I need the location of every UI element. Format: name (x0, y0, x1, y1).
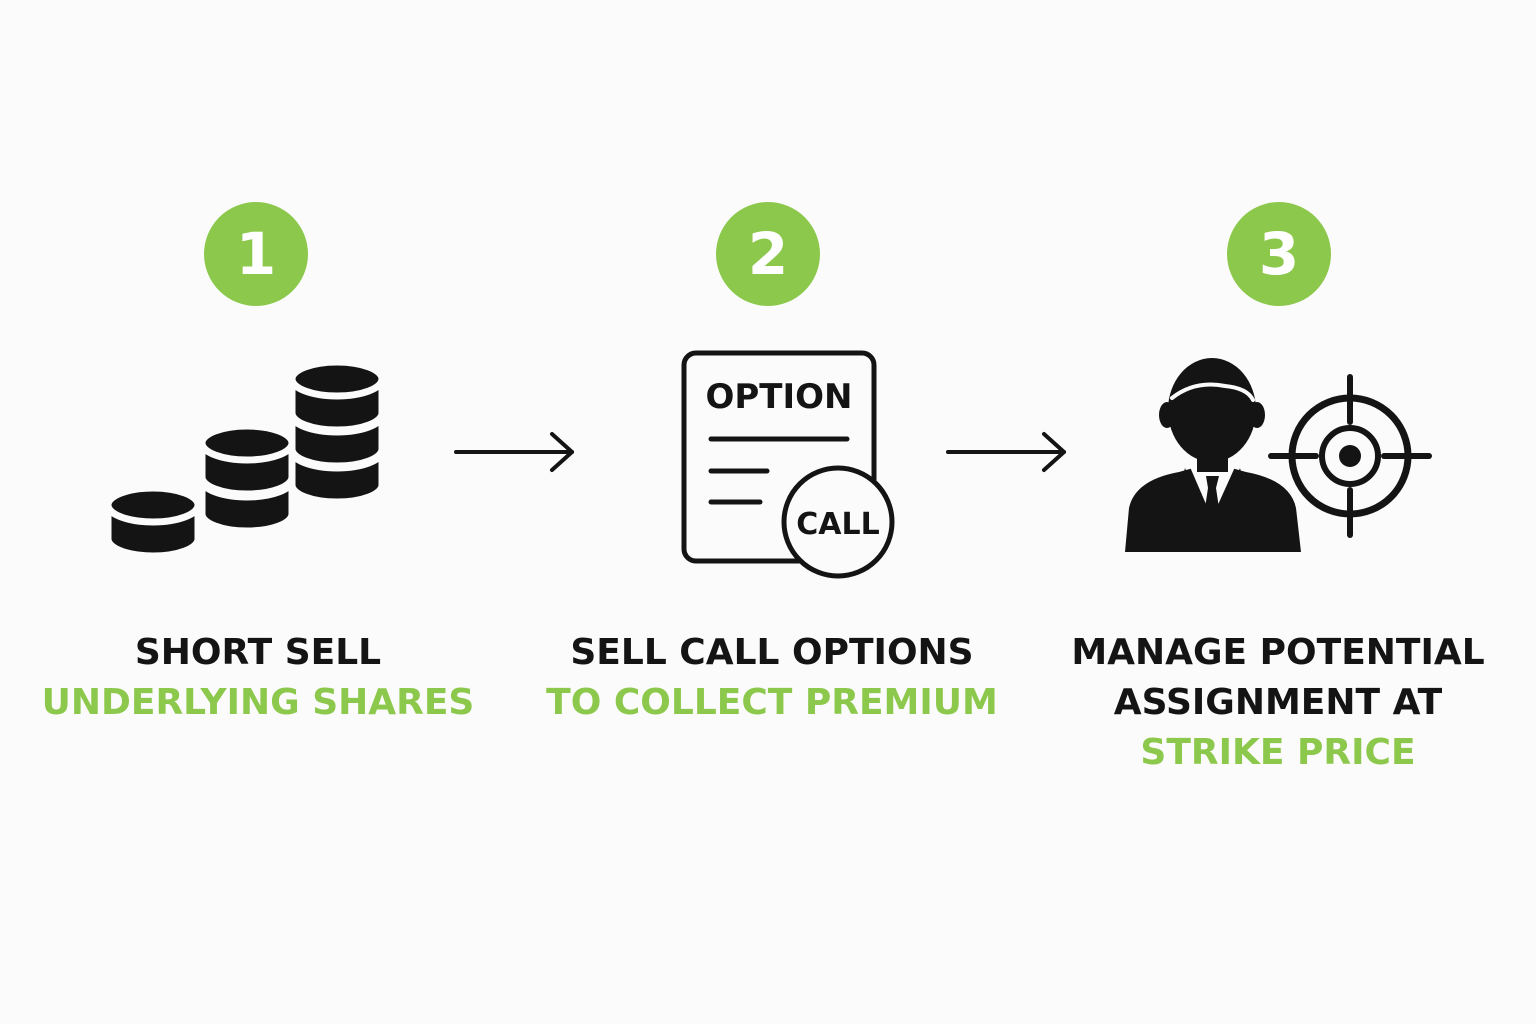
step-2-caption-line-1: SELL CALL OPTIONS (570, 632, 974, 673)
step-2-caption: SELL CALL OPTIONS TO COLLECT PREMIUM (532, 628, 1012, 728)
target-crosshair-icon (1268, 374, 1432, 538)
arrow-right-icon (454, 432, 574, 472)
step-3-caption-line-2: ASSIGNMENT AT (1113, 682, 1443, 723)
businessman-icon (1125, 358, 1301, 552)
arrow-right-icon (946, 432, 1066, 472)
step-3-number: 3 (1258, 220, 1300, 288)
option-document-title: OPTION (705, 377, 852, 417)
coin-stack-icon (104, 358, 386, 560)
step-3-caption-line-3: STRIKE PRICE (1140, 732, 1416, 773)
step-1-caption-line-1: SHORT SELL (134, 632, 382, 673)
step-1-caption: SHORT SELL UNDERLYING SHARES (18, 628, 498, 728)
step-1-number: 1 (235, 220, 277, 288)
step-2-caption-line-2: TO COLLECT PREMIUM (546, 682, 998, 723)
step-1-badge: 1 (204, 202, 308, 306)
step-3-badge: 3 (1227, 202, 1331, 306)
step-2-badge: 2 (716, 202, 820, 306)
option-document-icon: OPTION CALL (681, 350, 895, 579)
step-2-number: 2 (747, 220, 789, 288)
step-1-caption-line-2: UNDERLYING SHARES (41, 682, 475, 723)
call-seal-label: CALL (796, 507, 879, 542)
step-3-caption-line-1: MANAGE POTENTIAL (1071, 632, 1485, 673)
step-3-caption: MANAGE POTENTIAL ASSIGNMENT AT STRIKE PR… (1038, 628, 1518, 778)
